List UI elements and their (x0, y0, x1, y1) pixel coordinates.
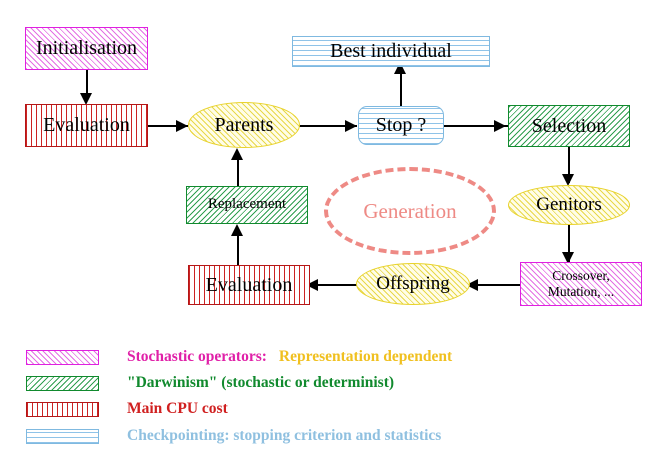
connector-selection-to-genitors (568, 147, 570, 183)
connector-eval-to-replacement (237, 228, 239, 266)
replacement-label: Replacement (207, 196, 287, 213)
stop-label: Stop ? (375, 114, 427, 136)
arrowhead-stop-to-selection (494, 120, 506, 132)
connector-genitors-to-crossover (568, 224, 570, 262)
legend-swatch-red (26, 401, 99, 417)
generation-cycle-ellipse: Generation (324, 167, 496, 255)
legend-row-darwinism: "Darwinism" (stochastic or determinist) (26, 374, 394, 392)
arrowhead-eval-to-replacement (231, 224, 243, 236)
connector-stop-to-selection (444, 125, 508, 127)
best-individual-label: Best individual (330, 40, 452, 62)
node-parents[interactable]: Parents (188, 102, 300, 148)
node-initialisation[interactable]: Initialisation (25, 27, 148, 70)
arrowhead-eval-to-parents (176, 120, 188, 132)
connector-parents-to-stop (299, 125, 357, 127)
generation-label: Generation (363, 198, 457, 223)
connector-offspring-to-eval (310, 284, 358, 286)
arrowhead-replacement-to-parents (231, 148, 243, 160)
genitors-label: Genitors (536, 194, 602, 216)
arrowhead-genitors-to-crossover (562, 252, 574, 264)
node-offspring[interactable]: Offspring (356, 263, 470, 305)
legend-row-stochastic: Stochastic operators: Representation dep… (26, 348, 452, 366)
legend-darwinism-label: "Darwinism" (stochastic or determinist) (127, 374, 395, 391)
legend-cpu-label: Main CPU cost (127, 400, 228, 417)
node-evaluation-bottom[interactable]: Evaluation (188, 265, 310, 305)
node-best-individual[interactable]: Best individual (292, 36, 490, 67)
node-stop[interactable]: Stop ? (358, 106, 444, 145)
legend-swatch-magenta (26, 349, 99, 365)
legend-row-checkpointing: Checkpointing: stopping criterion and st… (26, 427, 441, 445)
node-genitors[interactable]: Genitors (508, 185, 630, 225)
connector-init-to-eval (86, 70, 88, 98)
connector-replacement-to-parents (237, 152, 239, 186)
node-evaluation-top[interactable]: Evaluation (25, 104, 148, 147)
offspring-label: Offspring (376, 273, 450, 295)
selection-label: Selection (531, 114, 607, 137)
evaluation-bottom-label: Evaluation (205, 273, 293, 296)
connector-eval-to-parents (148, 125, 188, 127)
legend-representation-label: Representation dependent (278, 348, 453, 365)
legend-stochastic-label: Stochastic operators: (127, 348, 267, 365)
legend-checkpointing-label: Checkpointing: stopping criterion and st… (127, 427, 442, 444)
parents-label: Parents (214, 113, 274, 136)
crossover-mutation-label: Crossover, Mutation, ... (547, 268, 615, 299)
connector-stop-to-best (400, 66, 402, 108)
node-selection[interactable]: Selection (508, 105, 630, 147)
legend-swatch-green (26, 375, 99, 391)
evaluation-top-label: Evaluation (43, 114, 130, 136)
legend-row-cpu: Main CPU cost (26, 400, 228, 418)
arrowhead-init-to-eval (80, 93, 92, 105)
node-replacement[interactable]: Replacement (186, 186, 308, 224)
legend-swatch-blue (26, 428, 99, 444)
arrowhead-parents-to-stop (345, 120, 357, 132)
arrowhead-selection-to-genitors (562, 174, 574, 186)
initialisation-label: Initialisation (35, 37, 138, 59)
node-crossover-mutation[interactable]: Crossover, Mutation, ... (520, 262, 642, 306)
connector-crossover-to-offspring (470, 284, 520, 286)
